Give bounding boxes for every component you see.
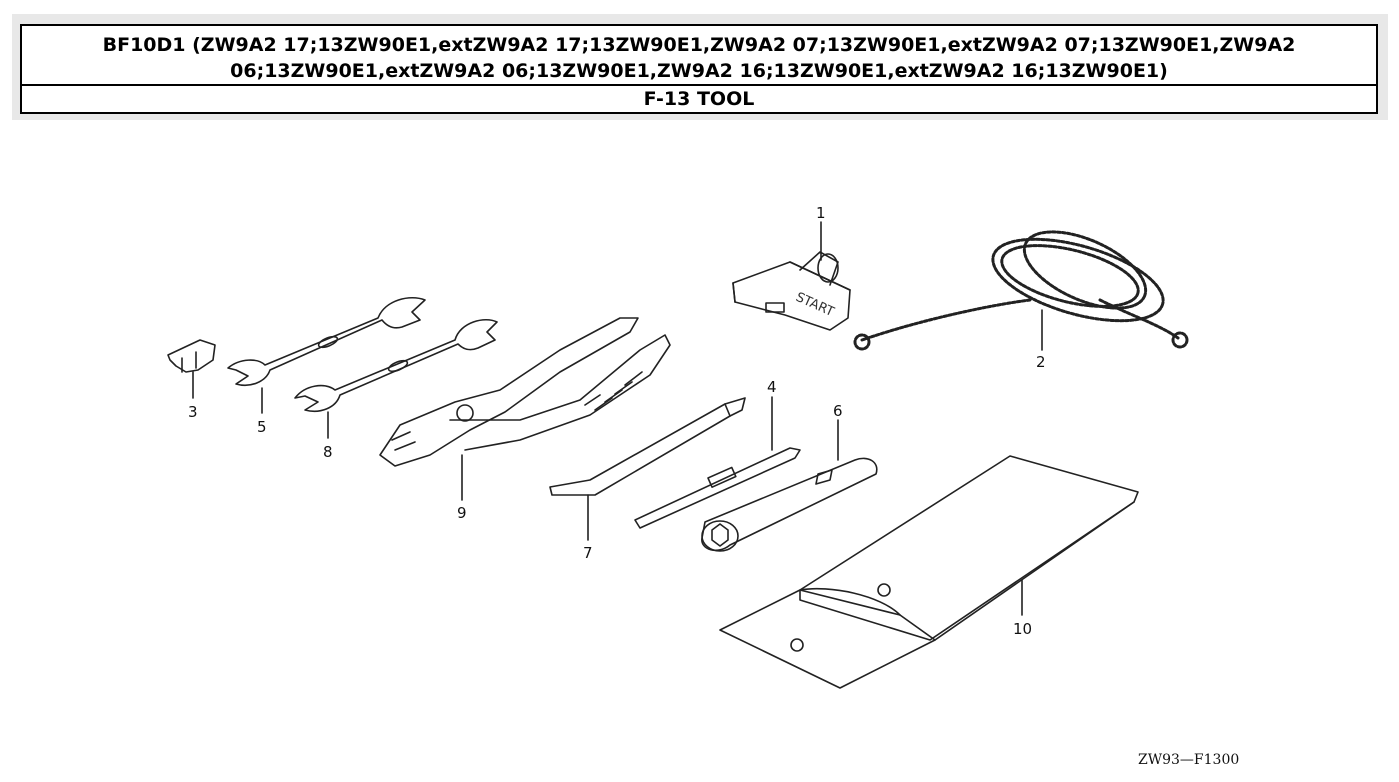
callout-8: 8 bbox=[323, 443, 333, 461]
tool-bag[interactable] bbox=[719, 455, 1139, 689]
callout-2: 2 bbox=[1036, 353, 1046, 371]
model-title: BF10D1 (ZW9A2 17;13ZW90E1,extZW9A2 17;13… bbox=[20, 24, 1378, 90]
starter-rope[interactable] bbox=[853, 216, 1189, 351]
pliers[interactable] bbox=[379, 317, 671, 501]
box-spanner[interactable] bbox=[701, 419, 878, 552]
clip[interactable] bbox=[167, 339, 216, 399]
driver-bar[interactable] bbox=[634, 396, 801, 529]
section-title: F-13 TOOL bbox=[20, 84, 1378, 114]
handle-label: START bbox=[793, 290, 836, 320]
screwdriver[interactable] bbox=[549, 397, 746, 541]
callout-10: 10 bbox=[1013, 620, 1032, 638]
wrench-lower[interactable] bbox=[294, 318, 498, 439]
callout-3: 3 bbox=[188, 403, 198, 421]
header-panel: BF10D1 (ZW9A2 17;13ZW90E1,extZW9A2 17;13… bbox=[12, 14, 1388, 120]
wrench-upper[interactable] bbox=[227, 296, 426, 414]
callout-1: 1 bbox=[816, 204, 826, 222]
callout-5: 5 bbox=[257, 418, 267, 436]
diagram-code: ZW93—F1300 bbox=[1138, 752, 1240, 768]
callout-6: 6 bbox=[833, 402, 843, 420]
callout-9: 9 bbox=[457, 504, 467, 522]
callout-7: 7 bbox=[583, 544, 593, 562]
starter-handle[interactable]: START bbox=[732, 221, 851, 331]
callout-4: 4 bbox=[767, 378, 777, 396]
